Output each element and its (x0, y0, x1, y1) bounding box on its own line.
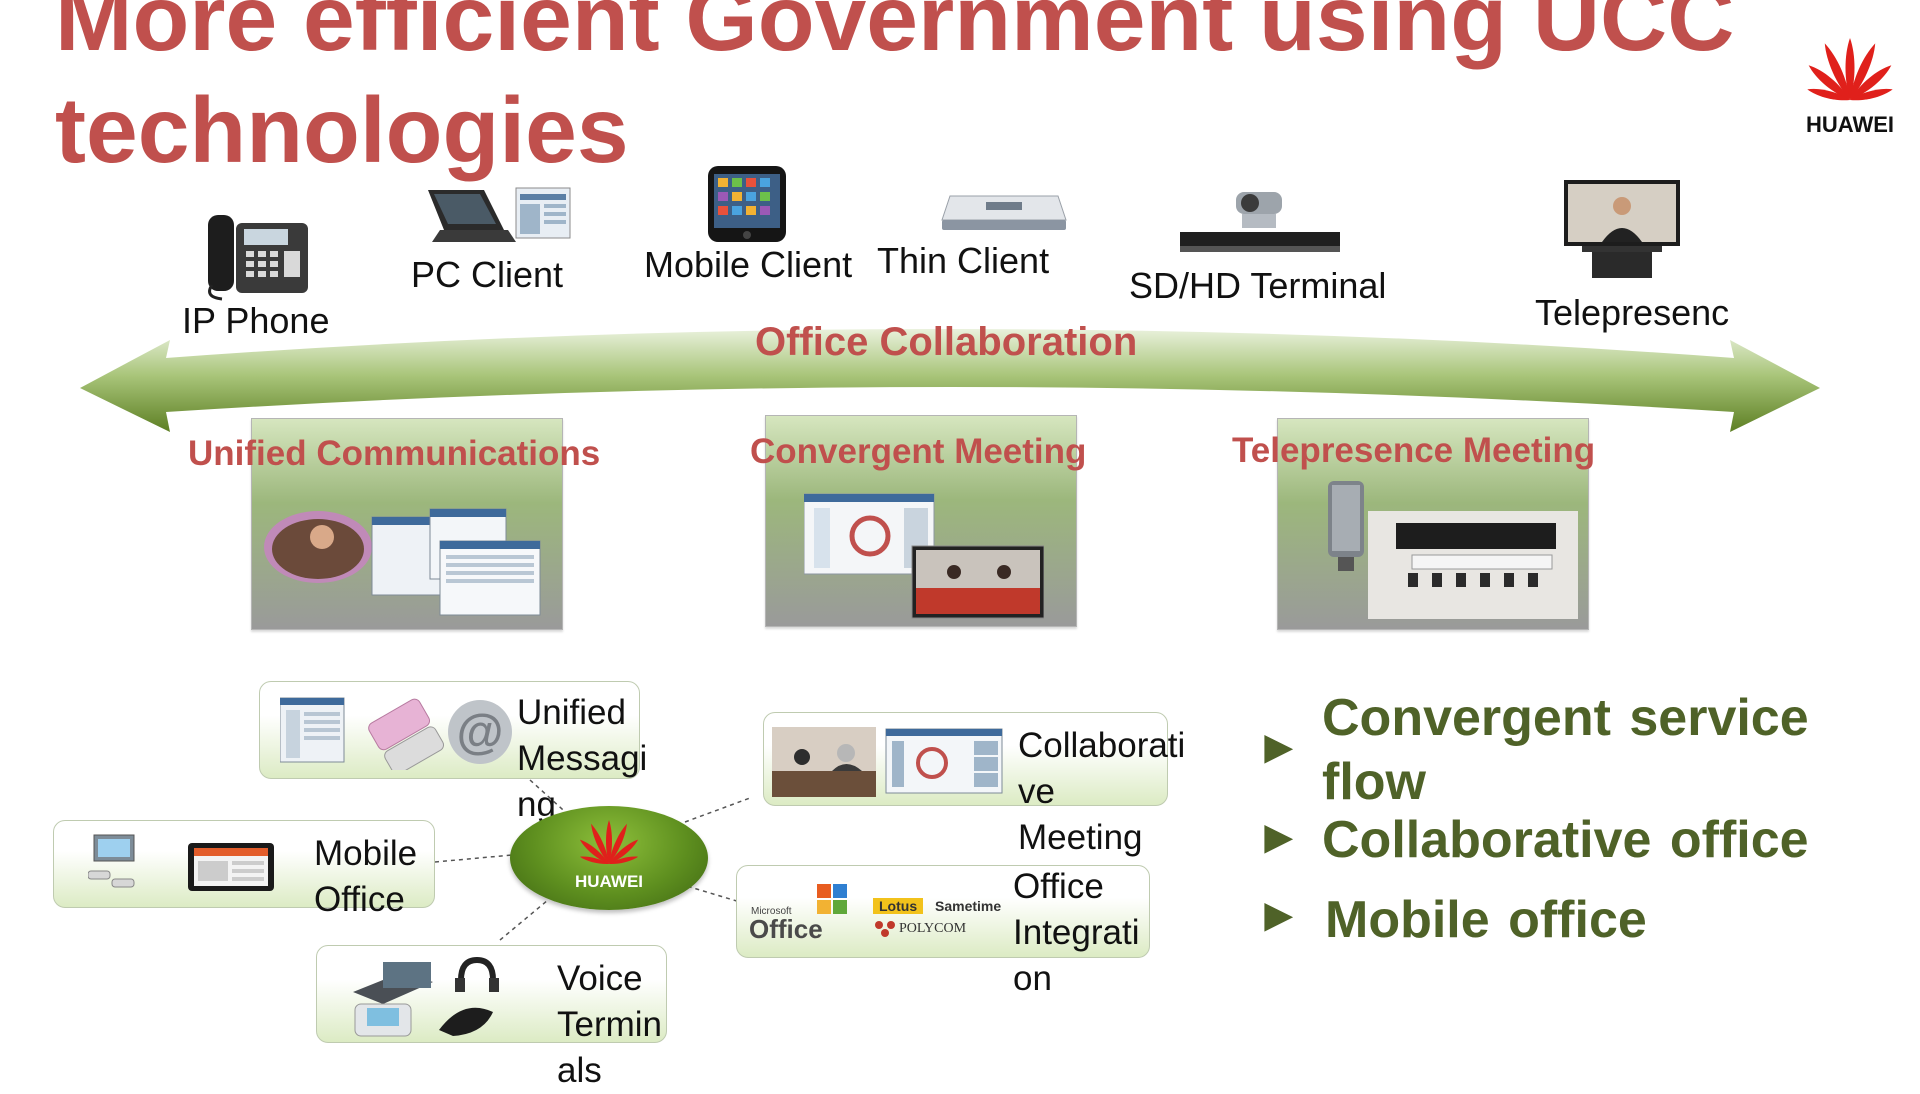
office-logo-text: Office (749, 914, 823, 944)
office-collaboration-label: Office Collaboration (755, 320, 1138, 364)
unified-communications-screenshot (264, 508, 541, 616)
office-integration-module: Microsoft Office Lotus Sametime POLYCOM … (736, 865, 1150, 998)
telepresence-meeting-title: Telepresence Meeting (1232, 431, 1596, 470)
device-label-ip-phone: IP Phone (182, 300, 330, 341)
device-label-sd-hd-terminal: SD/HD Terminal (1129, 265, 1387, 306)
svg-text:@: @ (457, 706, 504, 759)
polycom-mark-icon (875, 921, 895, 937)
bullet-mobile-office: Mobile office (1325, 891, 1647, 949)
polycom-logo: POLYCOM (899, 921, 967, 936)
convergent-meeting-panel (765, 415, 1077, 627)
sametime-logo: Sametime (935, 898, 1002, 914)
unified-communications-panel (251, 418, 563, 630)
device-label-pc-client: PC Client (411, 254, 564, 295)
huawei-logo-text: HUAWEI (1806, 112, 1894, 137)
thin-client-icon (941, 195, 1067, 230)
microsoft-office-logo (817, 884, 847, 914)
laptop-icon (428, 187, 571, 242)
bullet-collaborative-office: Collaborative office (1322, 811, 1809, 869)
telepresence-meeting-screenshot (1328, 481, 1578, 619)
collaborative-meeting-module: Collaborati ve Meeting (763, 712, 1185, 857)
slide-title: More efficient Government using UCC tech… (55, 0, 1735, 182)
unified-communications-title: Unified Communications (188, 434, 601, 473)
ip-phone-icon (208, 215, 308, 301)
mobile-office-label: Mobile Office (314, 834, 418, 919)
collaborative-meeting-label: Collaborati ve Meeting (1018, 726, 1186, 857)
convergent-meeting-title: Convergent Meeting (750, 432, 1087, 471)
unified-messaging-module: @ Unified Messagi ng (259, 681, 647, 824)
bullet-marker-3: ► (1255, 889, 1303, 942)
mobile-office-module: Mobile Office (53, 820, 435, 919)
bullet-marker-2: ► (1255, 811, 1303, 864)
hub-label: HUAWEI (575, 872, 643, 891)
bullet-marker-1: ► (1255, 721, 1303, 774)
unified-messaging-icons: @ (280, 697, 512, 770)
voice-terminals-icons (353, 956, 499, 1037)
voice-terminals-label: Voice Termin als (557, 959, 663, 1090)
lotus-logo: Lotus (873, 898, 924, 914)
office-logo-microsoft: Microsoft (751, 906, 792, 917)
telepresence-screen-icon (1564, 180, 1680, 278)
collaborative-meeting-icons (772, 727, 1003, 797)
unified-messaging-label: Unified Messagi ng (517, 693, 648, 824)
mobile-office-icons (88, 834, 274, 891)
telepresence-meeting-panel (1277, 418, 1589, 630)
device-label-thin-client: Thin Client (877, 240, 1050, 281)
huawei-logo-icon (1807, 38, 1893, 101)
bullet-convergent-service-flow: Convergent service flow (1322, 689, 1809, 811)
hub-logo-icon (579, 820, 639, 865)
convergent-meeting-screenshot (804, 493, 1044, 619)
smartphone-icon (708, 166, 786, 242)
video-terminal-icon (1180, 192, 1340, 252)
integration-partner-logos: Microsoft Office Lotus Sametime POLYCOM (749, 880, 1001, 946)
office-integration-label: Office Integrati on (1013, 867, 1140, 998)
office-collaboration-arrow (80, 329, 1820, 432)
voice-terminals-module: Voice Termin als (316, 945, 667, 1090)
device-label-mobile-client: Mobile Client (644, 244, 853, 285)
device-label-telepresence: Telepresenc (1535, 292, 1730, 333)
